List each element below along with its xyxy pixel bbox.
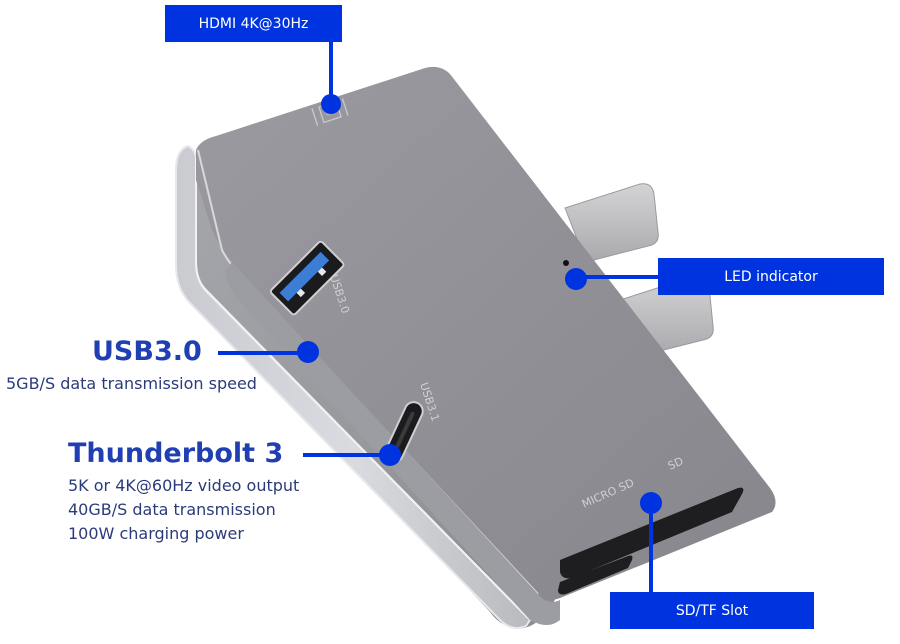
thunderbolt-description: 5K or 4K@60Hz video output 40GB/S data t… (68, 474, 299, 546)
led-indicator-label-text: LED indicator (724, 268, 818, 285)
led-callout-dot (565, 268, 587, 290)
hdmi-label-text: HDMI 4K@30Hz (198, 15, 309, 32)
usb-callout-dot (297, 341, 319, 363)
usb30-description: 5GB/S data transmission speed (6, 372, 257, 396)
usb-a-port (269, 240, 345, 316)
thunderbolt-description-line: 40GB/S data transmission (68, 500, 276, 519)
sd-engraving: SD (666, 455, 685, 473)
thunderbolt-description-line: 5K or 4K@60Hz video output (68, 476, 300, 495)
usb30-description-line: 5GB/S data transmission speed (6, 374, 257, 393)
micro-sd-card-slot (558, 555, 633, 595)
thunderbolt-description-line: 100W charging power (68, 524, 244, 543)
thunderbolt-callout-dot (379, 444, 401, 466)
led-indicator-label: LED indicator (658, 258, 884, 295)
hdmi-label: HDMI 4K@30Hz (165, 5, 342, 42)
thunderbolt-heading: Thunderbolt 3 (68, 438, 284, 469)
usb30-heading: USB3.0 (92, 336, 202, 367)
hdmi-callout-dot (321, 94, 341, 114)
sd-tf-slot-label: SD/TF Slot (610, 592, 814, 629)
led-indicator-dot (563, 260, 569, 266)
usb-c-plug-upper (564, 183, 659, 263)
sd-tf-slot-label-text: SD/TF Slot (675, 602, 749, 619)
sd-callout-dot (640, 492, 662, 514)
